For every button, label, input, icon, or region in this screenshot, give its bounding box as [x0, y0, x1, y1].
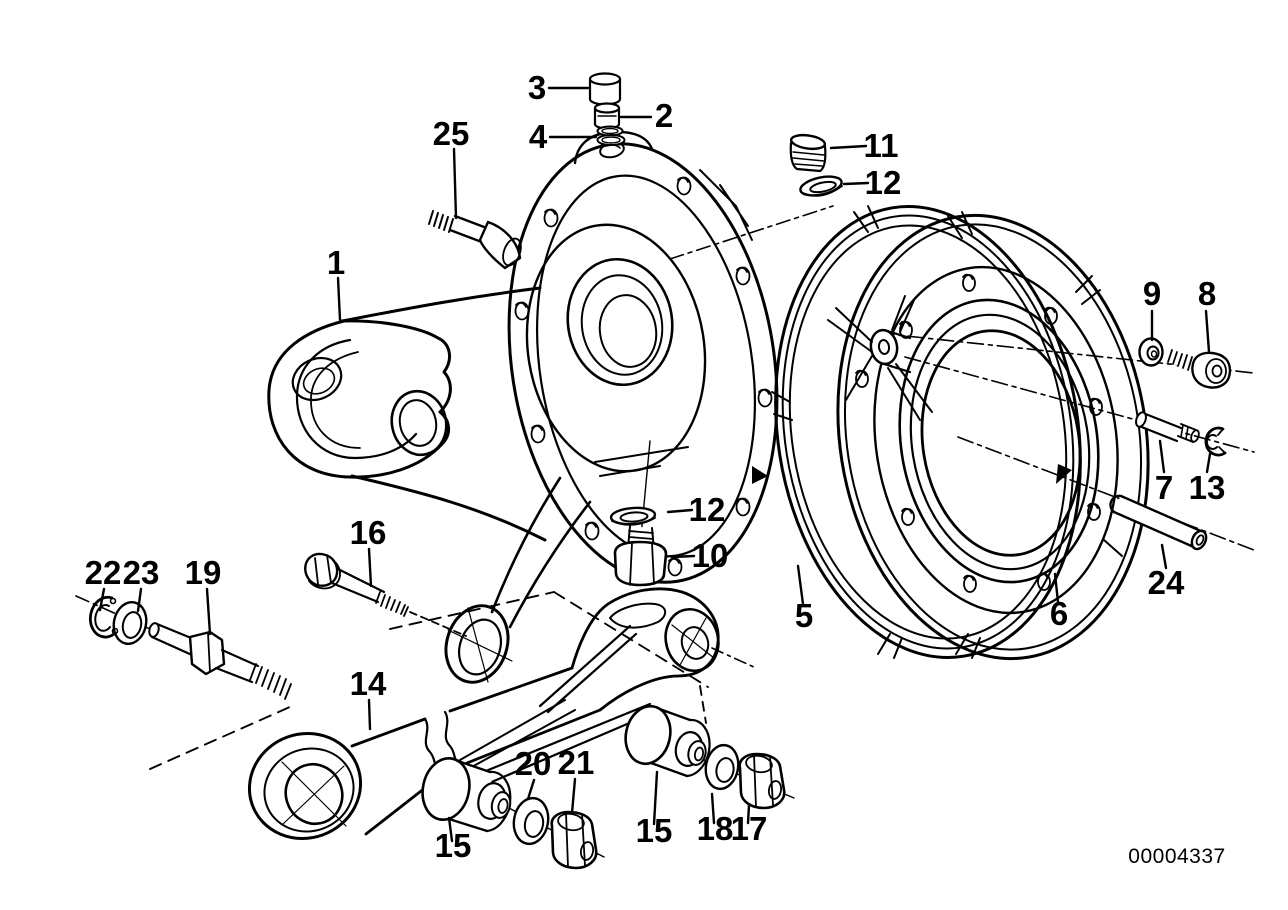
circlip-part-22: [88, 595, 119, 639]
callout-leader-25: [452, 147, 458, 220]
callout-leader-10: [670, 554, 696, 559]
part-callout-23: 23: [123, 554, 160, 591]
callout-leader-15b: [652, 770, 659, 826]
washer-part-9: [1138, 337, 1164, 367]
lock-nut-part-21: [550, 810, 598, 870]
callout-leader-21: [570, 777, 577, 815]
part-callout-12b: 12: [689, 491, 726, 528]
pin-part-24: [1109, 494, 1208, 551]
stud-part-19: [148, 622, 292, 700]
part-callout-12a: 12: [865, 164, 902, 201]
drain-plug-part-10: [613, 525, 668, 587]
bushing-part-15-left: [421, 757, 512, 833]
callout-leader-18: [710, 792, 716, 825]
part-callout-24: 24: [1148, 564, 1185, 601]
washer-part-20: [512, 796, 550, 846]
center-lines: [75, 99, 1255, 858]
cap-part-3: [588, 72, 622, 106]
part-callout-15a: 15: [435, 827, 472, 864]
lock-nut-part-17: [738, 752, 786, 810]
part-callout-18: 18: [697, 810, 734, 847]
callout-leader-12b: [666, 508, 694, 514]
part-callout-11: 11: [864, 127, 899, 164]
part-callout-5: 5: [795, 597, 813, 634]
part-callout-1: 1: [327, 244, 345, 281]
callout-leader-6: [1053, 572, 1060, 604]
callout-leader-1: [336, 276, 342, 322]
pinion-shaft-part-25: [428, 210, 522, 270]
bushing-part-2: [593, 102, 621, 130]
e-clip-part-13: [1204, 426, 1227, 457]
callout-leader-8: [1204, 309, 1211, 354]
hub-ring-part-6: [752, 211, 1150, 661]
callout-leader-7: [1158, 439, 1166, 474]
drawing-number: 00004337: [1128, 845, 1225, 868]
part-callout-15b: 15: [636, 812, 673, 849]
callout-leader-11: [829, 144, 868, 150]
part-callout-10: 10: [692, 537, 729, 574]
part-callout-22: 22: [85, 554, 122, 591]
callout-leader-19: [205, 587, 212, 636]
part-callout-2: 2: [655, 97, 673, 134]
callout-leader-17: [746, 803, 751, 825]
callout-leader-16: [367, 547, 373, 588]
part-callout-6: 6: [1050, 595, 1068, 632]
gasket-ring-part-12-top: [799, 175, 843, 197]
screw-part-8: [1166, 349, 1232, 389]
gasket-ring-part-12-bottom: [609, 506, 657, 526]
callout-leader-14: [367, 698, 372, 731]
callout-leader-22: [98, 587, 106, 612]
callout-leader-20: [526, 778, 536, 801]
hub-bolt-holes: [855, 273, 1103, 593]
callout-leader-23: [136, 587, 143, 613]
callout-leader-13: [1205, 452, 1212, 474]
part-callout-16: 16: [350, 514, 387, 551]
filler-plug-part-11: [789, 133, 827, 173]
part-callout-14: 14: [350, 665, 387, 702]
part-callout-7: 7: [1155, 469, 1173, 506]
part-callout-9: 9: [1143, 275, 1161, 312]
pin-part-7: [1135, 411, 1200, 443]
part-callout-20: 20: [515, 745, 552, 782]
callout-leader-5: [796, 564, 805, 606]
washer-part-18: [704, 743, 740, 791]
callout-leader-24: [1160, 543, 1168, 570]
part-callout-21: 21: [558, 744, 595, 781]
part-callout-13: 13: [1189, 469, 1226, 506]
part-callout-25: 25: [433, 115, 470, 152]
sealing-rings-part-4: [596, 125, 626, 146]
bushing-part-15-right: [624, 704, 711, 778]
part-callout-8: 8: [1198, 275, 1216, 312]
callout-leader-15a: [447, 816, 454, 843]
bolt-part-16: [304, 552, 409, 617]
part-callout-3: 3: [528, 69, 546, 106]
final-drive-housing-part-1: [267, 130, 779, 684]
flange-bolt-holes: [514, 176, 773, 577]
part-callout-4: 4: [529, 118, 548, 155]
washer-part-23: [112, 600, 148, 646]
part-callout-19: 19: [185, 554, 222, 591]
callout-leader-12a: [842, 181, 870, 186]
part-callout-17: 17: [731, 810, 768, 847]
